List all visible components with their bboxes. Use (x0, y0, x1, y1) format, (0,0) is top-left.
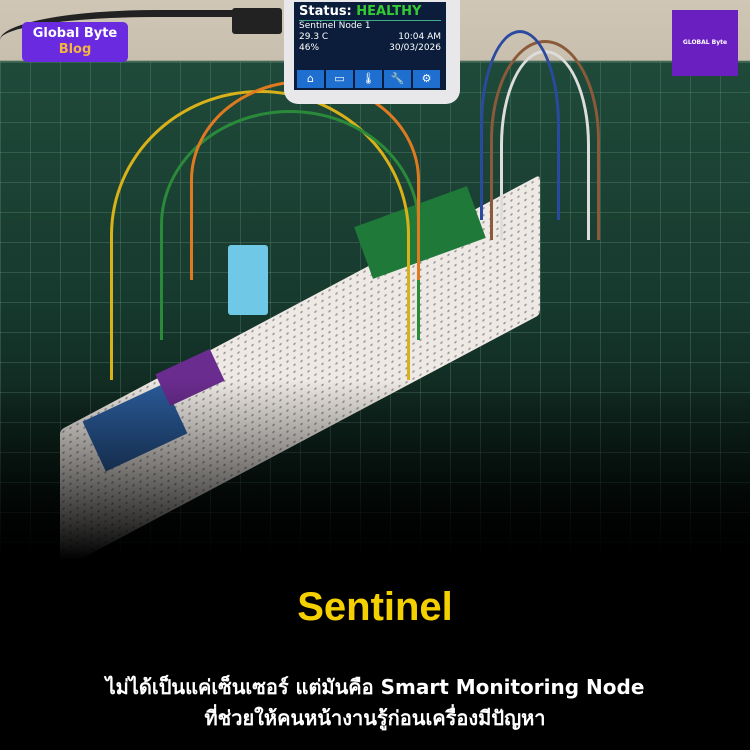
usb-plug (232, 8, 282, 34)
subtitle: ไม่ได้เป็นแค่เซ็นเซอร์ แต่มันคือ Smart M… (0, 672, 750, 734)
logo-line1: Global Byte (32, 26, 118, 41)
gear-icon: ⚙ (413, 70, 440, 88)
wire (190, 80, 420, 280)
status-label: Status: (299, 4, 352, 19)
headline: Sentinel (297, 585, 453, 629)
subtitle-line2: ที่ช่วยให้คนหน้างานรู้ก่อนเครื่องมีปัญหา (204, 706, 546, 730)
wrench-icon: 🔧 (384, 70, 411, 88)
node-name: Sentinel Node 1 (299, 21, 371, 31)
home-icon: ⌂ (297, 70, 324, 88)
subtitle-line1: ไม่ได้เป็นแค่เซ็นเซอร์ แต่มันคือ Smart M… (105, 675, 645, 699)
display-device: Status: HEALTHY Sentinel Node 1 29.3 C 10… (284, 0, 460, 104)
logo-line2: Blog (58, 42, 92, 57)
date: 30/03/2026 (389, 43, 441, 53)
sensor-icon: ▭ (326, 70, 353, 88)
humidity: 46% (299, 43, 320, 53)
hero-photo: Status: HEALTHY Sentinel Node 1 29.3 C 10… (0, 0, 750, 560)
corner-logo: GLOBAL Byte (672, 10, 738, 76)
usb-cable (0, 10, 260, 60)
device-screen: Status: HEALTHY Sentinel Node 1 29.3 C 10… (294, 2, 446, 90)
wire (480, 30, 560, 220)
temperature: 29.3 C (299, 32, 329, 42)
brand-logo: Global Byte Blog (22, 22, 128, 62)
thermometer-icon: 🌡 (355, 70, 382, 88)
time: 10:04 AM (398, 32, 441, 42)
status-value: HEALTHY (356, 4, 422, 19)
